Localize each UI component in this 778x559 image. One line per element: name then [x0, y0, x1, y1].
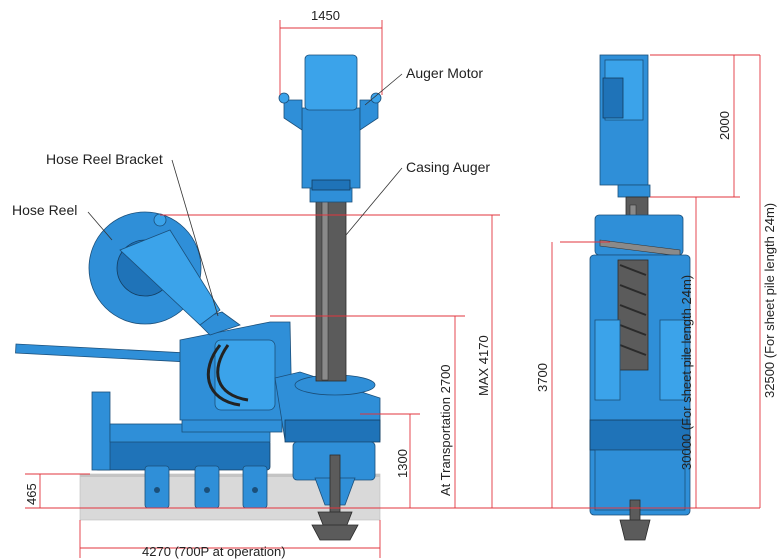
casing-auger-label: Casing Auger — [406, 159, 490, 175]
right-machine — [589, 54, 691, 541]
dim-base-length: 4270 (700P at operation) — [142, 544, 286, 559]
dim-30000: 30000 (For sheet pile length 24m) — [679, 275, 694, 470]
dim-max-height: MAX 4170 — [476, 335, 491, 396]
dim-2000: 2000 — [717, 111, 732, 140]
auger-motor-label: Auger Motor — [406, 65, 483, 81]
dim-transportation: At Transportation 2700 — [438, 364, 453, 496]
dim-1300: 1300 — [395, 449, 410, 478]
dim-465: 465 — [24, 483, 39, 505]
dimension-lines — [25, 20, 761, 558]
hose-reel-bracket-label: Hose Reel Bracket — [46, 151, 163, 167]
left-machine — [15, 54, 382, 541]
dim-32500: 32500 (For sheet pile length 24m) — [762, 203, 777, 398]
leader-lines — [87, 73, 403, 317]
hose-reel-label: Hose Reel — [12, 202, 77, 218]
dim-3700: 3700 — [535, 363, 550, 392]
dim-1450: 1450 — [311, 8, 340, 23]
